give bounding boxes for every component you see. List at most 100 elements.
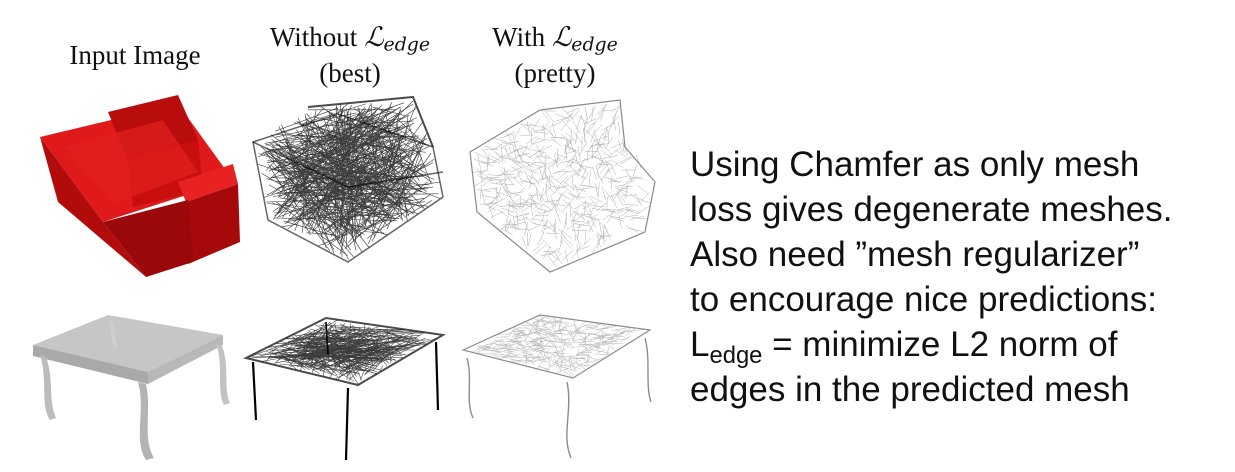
mesh-edge bbox=[354, 154, 392, 223]
mesh-edge bbox=[520, 197, 530, 210]
mesh-edge bbox=[269, 331, 310, 353]
mesh-edge bbox=[586, 344, 599, 349]
mesh-edge bbox=[584, 230, 587, 245]
mesh-edge bbox=[504, 147, 511, 161]
mesh-edge bbox=[493, 339, 506, 343]
mesh-edge bbox=[625, 209, 640, 215]
mesh-edge bbox=[639, 192, 650, 203]
mesh-edge bbox=[523, 169, 531, 183]
mesh-edge bbox=[515, 153, 530, 157]
mesh-edge bbox=[313, 367, 339, 377]
caption-ledge-subscript: edge bbox=[709, 342, 763, 370]
mesh-edge bbox=[552, 252, 563, 264]
mesh-edge bbox=[510, 191, 525, 194]
mesh-edge bbox=[607, 120, 613, 135]
mesh-edge bbox=[340, 328, 398, 351]
mesh-edge bbox=[588, 105, 596, 119]
mesh-edge bbox=[587, 122, 597, 134]
mesh-edge bbox=[573, 341, 586, 343]
mesh-edge bbox=[334, 323, 342, 349]
mesh-edge bbox=[564, 138, 568, 153]
mesh-edge bbox=[584, 118, 598, 125]
mesh-edge bbox=[268, 152, 336, 216]
mesh-edge bbox=[599, 223, 603, 238]
mesh-edge bbox=[354, 326, 356, 357]
mesh-edge bbox=[296, 129, 307, 145]
mesh-edge bbox=[328, 137, 372, 158]
mesh-edge bbox=[378, 138, 397, 215]
mesh-edge bbox=[580, 141, 588, 155]
mesh-edge bbox=[515, 216, 529, 223]
mesh-edge bbox=[339, 103, 357, 234]
mesh-edge bbox=[341, 343, 421, 369]
mesh-edge bbox=[504, 180, 508, 195]
mesh-edge bbox=[578, 163, 588, 174]
mesh-edge bbox=[533, 241, 544, 252]
mesh-edge bbox=[345, 131, 384, 208]
mesh-edge bbox=[477, 349, 490, 352]
mesh-edge bbox=[546, 340, 559, 343]
header-input-image: Input Image bbox=[30, 38, 240, 72]
mesh-edge bbox=[590, 128, 596, 143]
mesh-edge bbox=[593, 139, 604, 150]
mesh-edge bbox=[301, 139, 392, 162]
mesh-edge bbox=[604, 126, 608, 141]
mesh-edge bbox=[540, 351, 553, 353]
mesh-edge bbox=[534, 132, 549, 134]
mesh-edge bbox=[504, 217, 508, 232]
mesh-edge bbox=[597, 103, 607, 115]
mesh-edge bbox=[515, 329, 527, 336]
mesh-edge bbox=[556, 368, 568, 373]
mesh-edge bbox=[306, 232, 335, 235]
mesh-edge bbox=[373, 340, 390, 364]
mesh-edge bbox=[540, 121, 550, 134]
mesh-edge bbox=[538, 365, 550, 372]
mesh-edge bbox=[556, 171, 567, 182]
mesh-edge bbox=[598, 181, 600, 197]
mesh-edge bbox=[336, 152, 413, 205]
mesh-edge bbox=[565, 144, 567, 159]
mesh-edge bbox=[357, 369, 374, 372]
mesh-edge bbox=[268, 349, 396, 353]
mesh-edge bbox=[547, 339, 557, 349]
mesh-edge bbox=[613, 110, 617, 125]
mesh-edge bbox=[273, 217, 398, 221]
mesh-edge bbox=[305, 340, 361, 345]
mesh-edge bbox=[286, 198, 425, 223]
mesh-edge bbox=[499, 180, 507, 194]
mesh-edge bbox=[582, 204, 591, 217]
mesh-edge bbox=[533, 162, 548, 164]
mesh-edge bbox=[538, 316, 551, 319]
mesh-edge bbox=[479, 167, 483, 182]
mesh-edge bbox=[554, 251, 562, 265]
mesh-edge bbox=[508, 327, 520, 334]
mesh-edge bbox=[611, 333, 624, 336]
mesh-edge bbox=[544, 171, 551, 185]
mesh-edge bbox=[521, 354, 534, 356]
mesh-edge bbox=[491, 210, 504, 218]
mesh-edge bbox=[580, 335, 592, 341]
mesh-edge bbox=[512, 159, 525, 167]
mesh-edge bbox=[560, 360, 563, 373]
mesh-edge bbox=[550, 137, 562, 147]
mesh-edge bbox=[513, 216, 516, 231]
mesh-edge bbox=[488, 195, 497, 209]
mesh-edge bbox=[584, 106, 588, 121]
mesh-edge bbox=[525, 322, 537, 327]
header-without-math: ℒedge bbox=[364, 22, 430, 56]
mesh-edge bbox=[297, 334, 310, 347]
mesh-edge bbox=[610, 215, 625, 220]
mesh-edge bbox=[531, 218, 546, 222]
mesh-edge bbox=[532, 317, 544, 324]
mesh-edge bbox=[525, 168, 539, 175]
mesh-edge bbox=[293, 151, 415, 223]
mesh-edge bbox=[542, 339, 552, 349]
mesh-edge bbox=[529, 340, 541, 346]
mesh-edge bbox=[550, 186, 561, 197]
mesh-edge bbox=[543, 318, 554, 326]
mesh-edge bbox=[537, 207, 552, 213]
mesh-edge bbox=[564, 367, 577, 372]
table-mesh-without-ledge bbox=[243, 316, 446, 461]
mesh-edge bbox=[512, 145, 517, 160]
mesh-edge bbox=[337, 328, 413, 334]
